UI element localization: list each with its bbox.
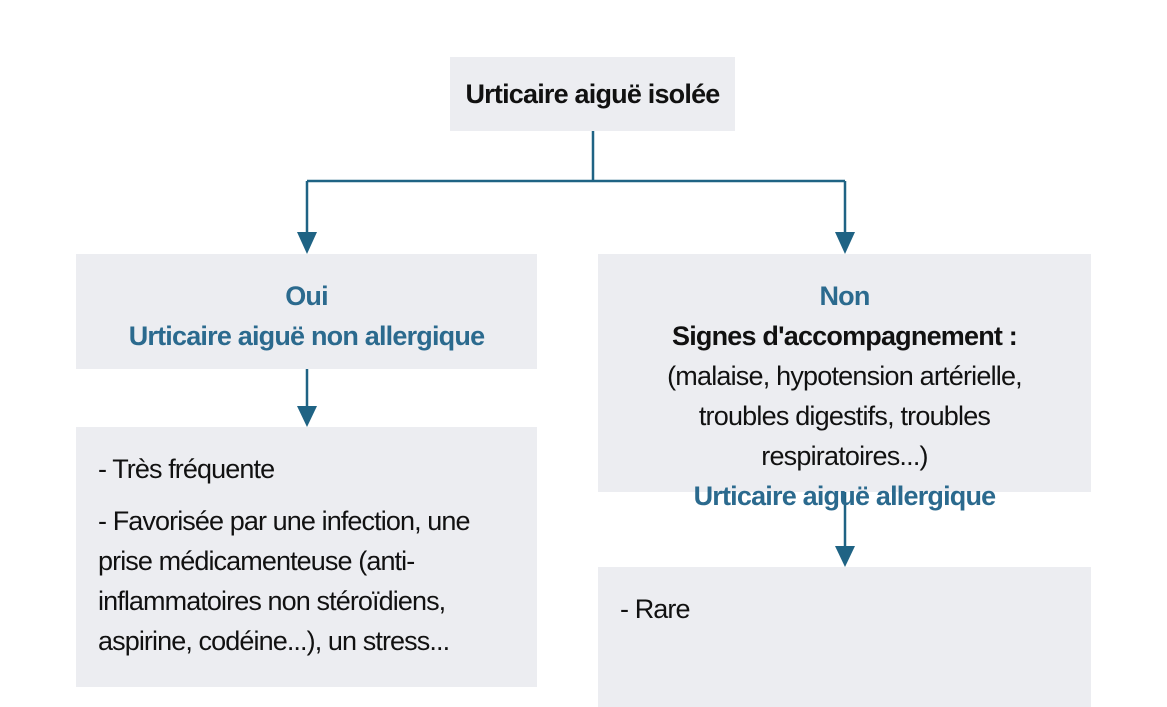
signs-heading: Signes d'accompagnement : xyxy=(671,321,1018,351)
left-branch-header: Oui Urticaire aiguë non allergique xyxy=(76,254,537,369)
arrow-head-left-down xyxy=(297,406,317,427)
signs-detail: (malaise, hypotension artérielle, troubl… xyxy=(667,361,1023,471)
arrow-head-right-down xyxy=(835,546,855,567)
right-title: Urticaire aiguë allergique xyxy=(693,481,997,511)
arrow-head-left xyxy=(297,232,317,254)
root-label: Urticaire aiguë isolée xyxy=(465,78,720,109)
right-answer: Non xyxy=(819,281,870,311)
arrow-head-right xyxy=(835,232,855,254)
connectors xyxy=(297,131,855,567)
root-node: Urticaire aiguë isolée xyxy=(450,57,735,131)
right-details: - Rare xyxy=(598,567,1091,707)
right-branch-header: Non Signes d'accompagnement : (malaise, … xyxy=(598,254,1091,511)
left-item-triggers: - Favorisée par une infection, une prise… xyxy=(98,506,471,656)
left-details: - Très fréquente - Favorisée par une inf… xyxy=(76,427,537,687)
left-item-frequency: - Très fréquente xyxy=(98,454,275,484)
right-item-rarity: - Rare xyxy=(620,594,691,624)
left-title: Urticaire aiguë non allergique xyxy=(128,321,485,351)
left-answer: Oui xyxy=(285,281,328,311)
